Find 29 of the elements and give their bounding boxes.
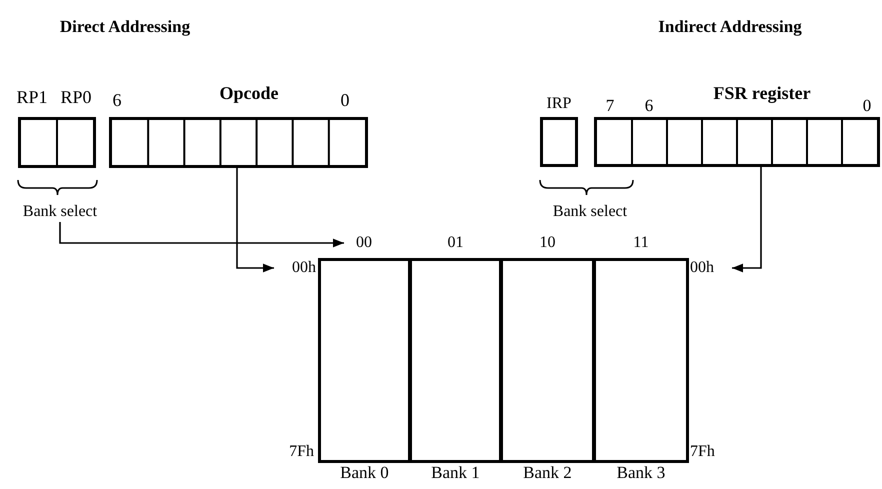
arrow <box>59 221 344 248</box>
bank-name: Bank 2 <box>522 464 573 483</box>
register-label: RP0 <box>59 88 93 108</box>
address-label: 00h <box>690 259 715 277</box>
address-label: 7Fh <box>288 443 314 461</box>
bank-name: Bank 3 <box>616 464 666 483</box>
bit-number: 0 <box>340 91 350 111</box>
heading: Direct Addressing <box>58 18 192 37</box>
bank-select-label: Bank select <box>22 203 98 221</box>
bank-code: 10 <box>538 234 556 252</box>
bit-number: 6 <box>644 97 654 116</box>
bit-number: 7 <box>604 97 616 116</box>
register-label: Opcode <box>218 84 280 104</box>
bit-number: 6 <box>112 91 122 111</box>
bank-select-label: Bank select <box>552 203 628 221</box>
heading: Indirect Addressing <box>657 18 803 37</box>
address-label: 7Fh <box>690 443 716 461</box>
bit-number: 0 <box>862 97 872 116</box>
register-label: IRP <box>546 95 572 113</box>
bank-code: 11 <box>632 234 650 252</box>
arrow <box>732 167 762 272</box>
arrow <box>236 168 274 272</box>
register-label: FSR register <box>712 84 812 104</box>
bank-name: Bank 1 <box>430 464 481 483</box>
register-label: RP1 <box>15 88 49 108</box>
bank-code: 00 <box>355 234 373 252</box>
bank-name: Bank 0 <box>339 464 390 483</box>
bank-code: 01 <box>446 234 464 252</box>
address-label: 00h <box>291 259 316 277</box>
